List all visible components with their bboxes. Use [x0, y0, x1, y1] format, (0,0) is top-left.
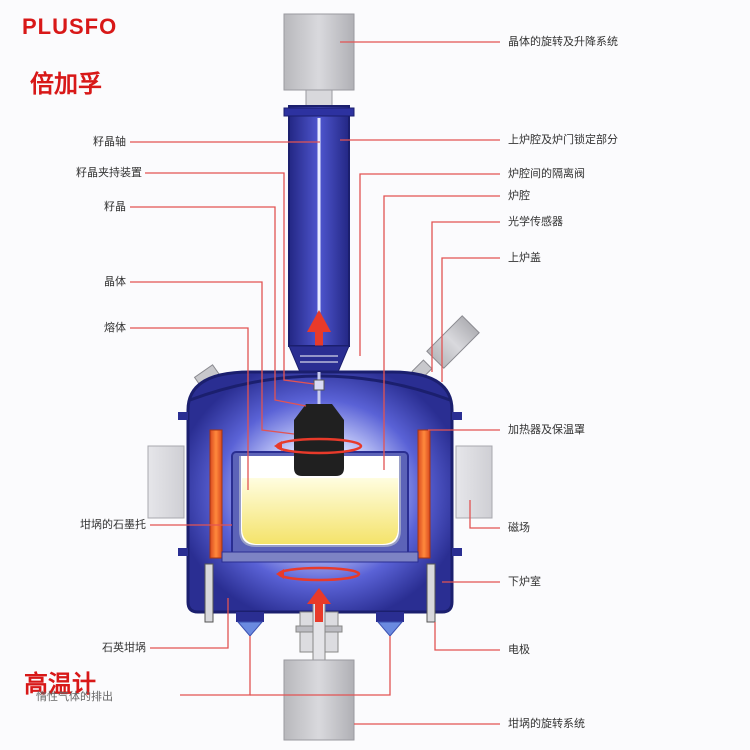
bottom-motor-housing: [283, 659, 355, 741]
heater-right: [417, 429, 431, 559]
label-chamber: 炉腔: [508, 189, 530, 202]
exhaust-arrow-left: [236, 621, 264, 637]
label-quartz-crucible: 石英坩埚: [102, 641, 146, 654]
melt-pool: [242, 478, 398, 544]
magnet-left: [147, 445, 185, 519]
label-crystal-rotation-lift: 晶体的旋转及升降系统: [508, 35, 618, 48]
pyrometer-annotation: 高温计: [24, 670, 96, 698]
label-magnetic-field: 磁场: [508, 521, 530, 534]
label-crucible-rotation: 坩埚的旋转系统: [508, 717, 585, 730]
brand-subtitle: 倍加孚: [30, 70, 102, 98]
label-optical-sensor: 光学传感器: [508, 215, 563, 228]
seed-holder: [313, 379, 325, 391]
electrode-right: [426, 563, 436, 623]
optical-sensor: [411, 315, 480, 381]
label-heater-shield: 加热器及保温罩: [508, 423, 585, 436]
push-arrow-up: [307, 588, 331, 622]
label-crystal: 晶体: [104, 275, 126, 288]
leader-lines-right: [340, 41, 500, 725]
pull-arrow-up: [307, 310, 331, 350]
electrode-left: [204, 563, 214, 623]
magnet-right: [455, 445, 493, 519]
label-isolation-valve: 炉腔间的隔离阀: [508, 167, 585, 180]
top-motor-coupling: [305, 89, 333, 107]
isolation-valve-neck: [288, 345, 350, 373]
label-seed: 籽晶: [104, 200, 126, 213]
label-inert-gas-exhaust: 惰性气体的排出: [36, 690, 113, 703]
brand-logo-text: PLUSFO: [22, 14, 118, 39]
heater-left: [209, 429, 223, 559]
top-motor-housing: [283, 13, 355, 91]
label-seed-holder: 籽晶夹持装置: [76, 166, 142, 179]
label-upper-cover: 上炉盖: [508, 251, 541, 264]
leader-lines-left: [130, 141, 391, 696]
upper-tube-flange: [283, 107, 355, 117]
crucible-pedestal: [221, 551, 419, 563]
label-graphite-support: 坩埚的石墨托: [80, 518, 146, 531]
label-lower-chamber: 下炉室: [508, 575, 541, 588]
label-upper-chamber-lock: 上炉腔及炉门锁定部分: [508, 133, 618, 146]
exhaust-arrow-right: [376, 621, 404, 637]
label-melt: 熔体: [104, 321, 126, 334]
label-electrode: 电极: [508, 643, 530, 656]
label-seed-shaft: 籽晶轴: [93, 135, 126, 148]
